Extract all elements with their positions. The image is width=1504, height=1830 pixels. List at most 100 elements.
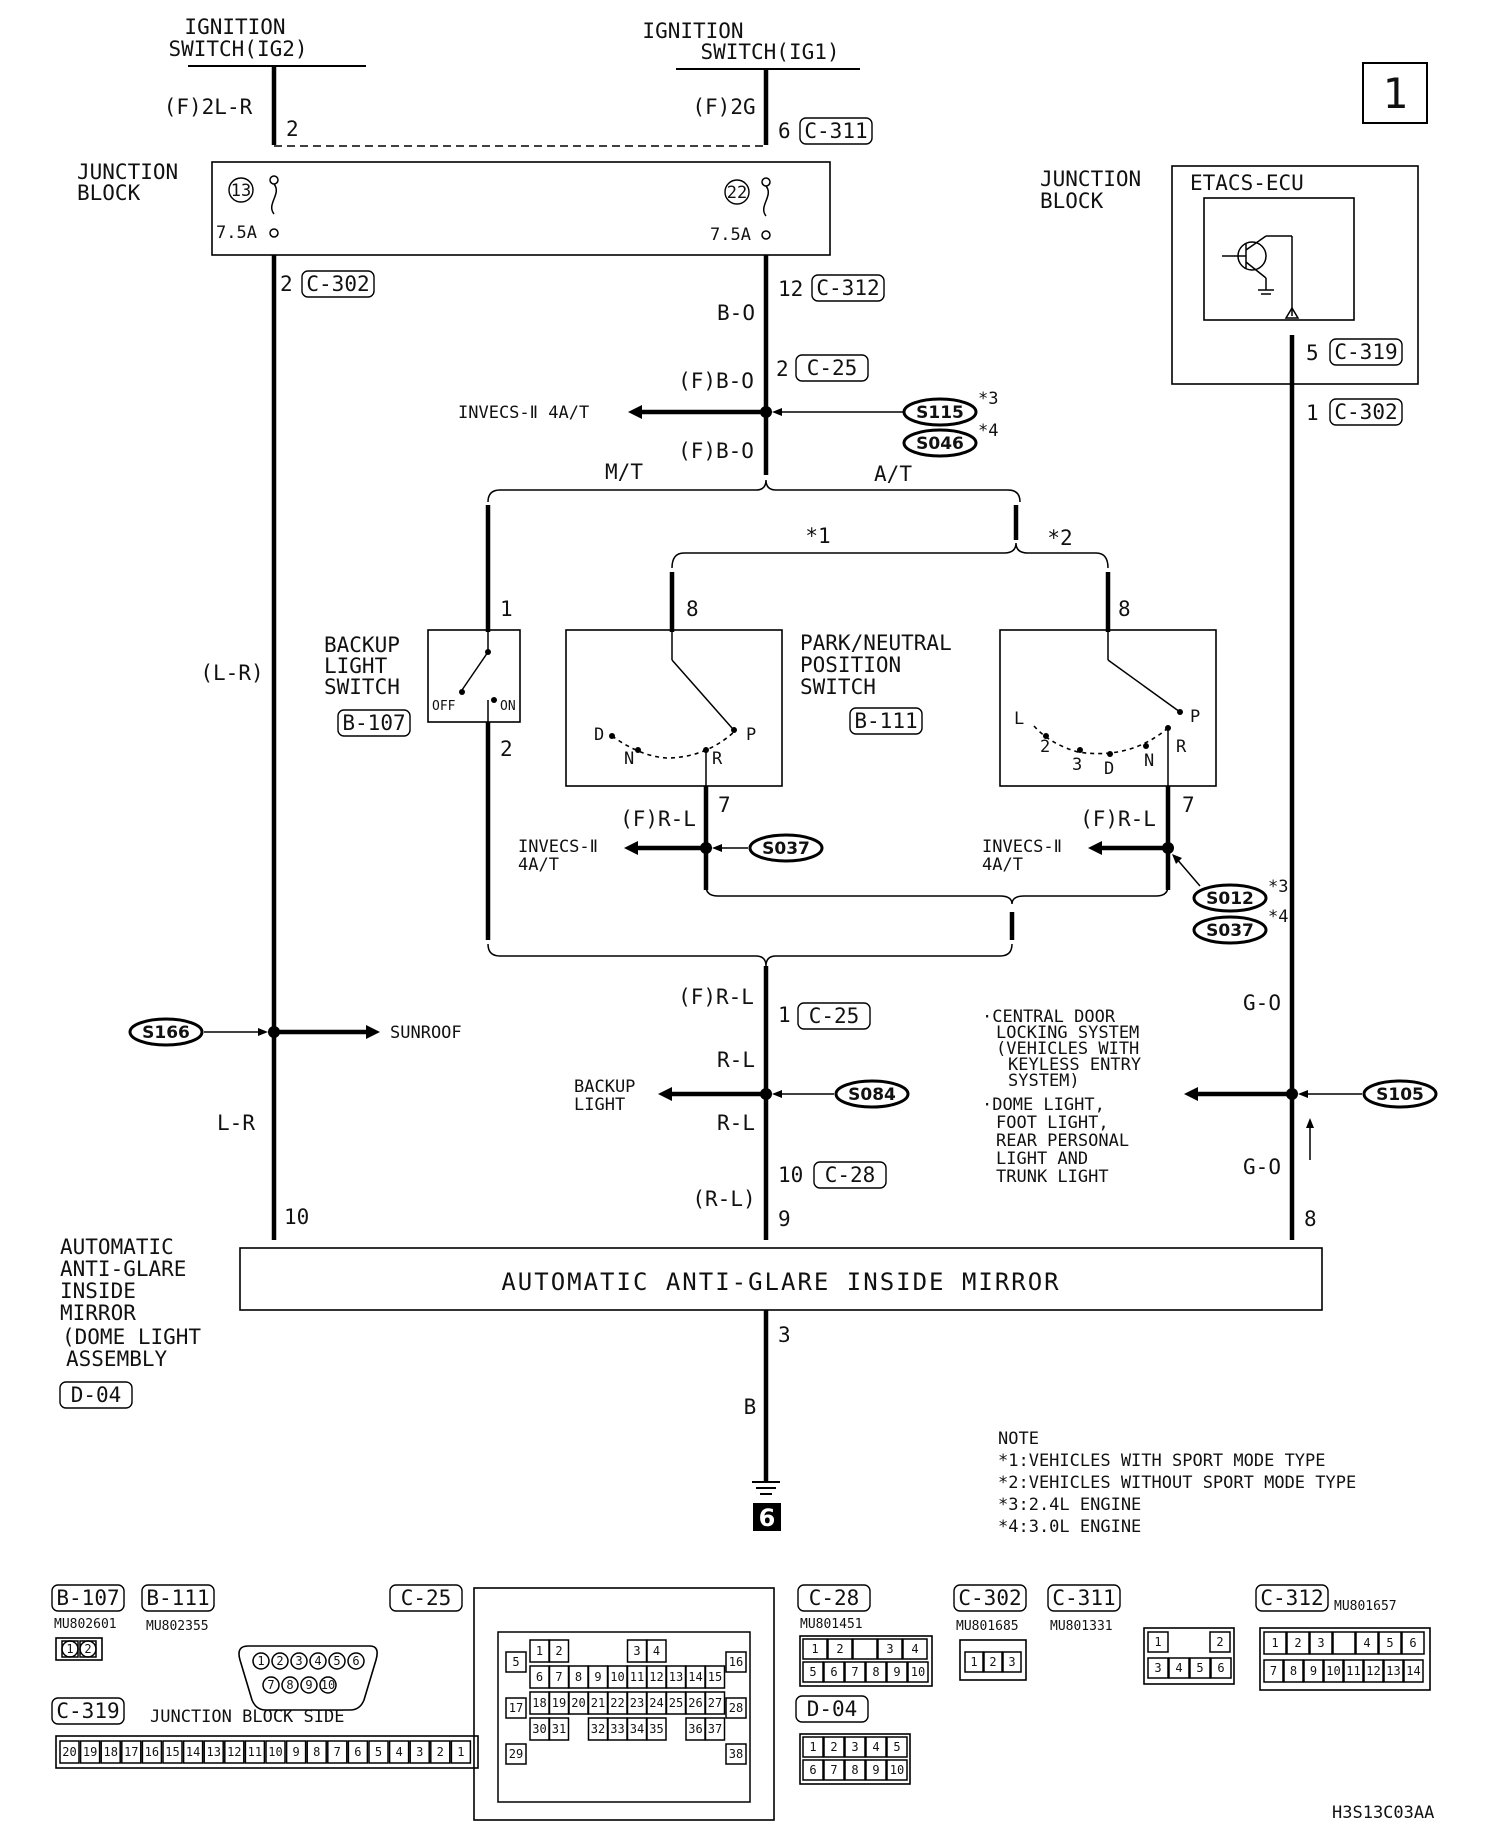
wire-g-o-1: G-O [1243, 991, 1281, 1015]
b111-pin [319, 1676, 337, 1694]
jb-out2-conn: C-312 [816, 276, 879, 300]
c319-pin [430, 1740, 451, 1764]
splice-s012 [1192, 883, 1268, 913]
c311-pin-label: 4 [1175, 1661, 1182, 1675]
c25-pin-label: 25 [669, 1696, 683, 1710]
page-number-box [1362, 62, 1428, 124]
c25-pin [704, 1665, 726, 1689]
c25-pin-label: 16 [729, 1655, 743, 1669]
splice-s046-note: *4 [978, 421, 998, 441]
c319-pin [347, 1740, 369, 1764]
c28-pin [886, 1661, 908, 1683]
c25-pin-label: 24 [649, 1696, 663, 1710]
pin-ig2: 2 [286, 117, 299, 141]
splice-s166 [128, 1017, 204, 1047]
conn-c302b-box [1329, 398, 1403, 426]
c312-pin [1309, 1631, 1333, 1655]
pn-right-arc [1033, 725, 1169, 755]
c312-pin-label: 8 [1290, 1664, 1297, 1678]
b107-pin [79, 1640, 97, 1658]
note-4: *4:3.0L ENGINE [998, 1517, 1141, 1537]
pn-label-1: PARK/NEUTRAL [800, 631, 952, 655]
page-number: 1 [1382, 69, 1407, 118]
jb-out1-conn: C-302 [306, 272, 369, 296]
s012-lead [1175, 857, 1201, 887]
splice-s012-note: *3 [1268, 877, 1288, 897]
mirror-pin-9: 9 [778, 1207, 791, 1231]
invecs-top-label: INVECS-Ⅱ 4A/T [458, 403, 589, 423]
note-2: *2:VEHICLES WITHOUT SPORT MODE TYPE [998, 1473, 1356, 1493]
splice-s105 [1362, 1079, 1438, 1109]
pn-right-2-dot [1043, 733, 1049, 739]
b111-pin-label: 3 [295, 1654, 302, 1668]
c302-pin [1002, 1651, 1022, 1673]
cv-c312-shape [1259, 1627, 1431, 1691]
b111-pin-label: 8 [286, 1678, 293, 1692]
star-bracket [671, 542, 1109, 569]
c25-pin-label: 6 [536, 1670, 543, 1684]
c25b-pin: 1 [778, 1003, 791, 1027]
wire-r-l-1: R-L [717, 1048, 755, 1072]
cv-c28: C-28 [809, 1586, 860, 1610]
c312-pin-label: 5 [1386, 1636, 1393, 1650]
etacs-conn: C-319 [1334, 340, 1397, 364]
conn-c25b-box [797, 1002, 871, 1030]
backup-sw-label-1: BACKUP [324, 633, 400, 657]
pn-pos-l: L [1014, 709, 1024, 729]
cv-b111-part: MU802355 [146, 1619, 209, 1634]
cv-d04-shape [799, 1733, 911, 1785]
b111-pin [252, 1652, 270, 1670]
pn-pos-r2: R [1176, 737, 1187, 757]
cv-c302-part: MU801685 [956, 1619, 1019, 1634]
cv-c311-box [1047, 1584, 1121, 1612]
wire-b: B [744, 1395, 757, 1419]
c25-pin-label: 7 [555, 1670, 562, 1684]
c319-pin [79, 1740, 101, 1764]
c302-pin [983, 1651, 1003, 1673]
c25-pin-label: 18 [532, 1696, 546, 1710]
c319-pin-label: 12 [227, 1745, 241, 1759]
b107-pin-label: 1 [66, 1642, 73, 1656]
c25-pin-label: 20 [571, 1696, 585, 1710]
wire-r-l-2: R-L [717, 1111, 755, 1135]
c311-pin-label: 1 [1154, 1635, 1161, 1649]
c28-pin [907, 1661, 929, 1683]
backup-sw-conn: B-107 [342, 711, 405, 735]
b111-pin-label: 2 [276, 1654, 283, 1668]
etacs-out-conn: C-302 [1334, 400, 1397, 424]
conn-c311-box [799, 117, 873, 145]
splice-s105-label: S105 [1376, 1085, 1424, 1105]
c25-pin [548, 1639, 570, 1663]
note-1: *1:VEHICLES WITH SPORT MODE TYPE [998, 1451, 1326, 1471]
conn-c28-box [813, 1161, 887, 1189]
wire-l-r-paren: (L-R) [200, 661, 263, 685]
d04-pin-label: 2 [830, 1740, 837, 1754]
cv-c319-shape [55, 1735, 479, 1769]
central-4: KEYLESS ENTRY [1008, 1055, 1141, 1075]
invecs-left-1: INVECS-Ⅱ [518, 837, 598, 857]
c25-pin [725, 1651, 747, 1673]
c25-pin-label: 4 [653, 1644, 660, 1658]
pn-switch-right-box [999, 629, 1217, 787]
d04-pin-label: 4 [872, 1740, 879, 1754]
s037a-arrow [712, 844, 722, 852]
fuse-22-top [761, 177, 771, 187]
pn-pos-n: N [624, 749, 634, 769]
c28-pin [865, 1661, 887, 1683]
c312-pin [1378, 1631, 1402, 1655]
d04-pin-label: 10 [890, 1763, 904, 1777]
pn-label-3: SWITCH [800, 675, 876, 699]
mirror-pin-3: 3 [778, 1323, 791, 1347]
c312-pin-label: 1 [1271, 1636, 1278, 1650]
invecs-right-2: 4A/T [982, 855, 1023, 875]
c312-pin-label: 13 [1386, 1664, 1400, 1678]
c25-pin [505, 1697, 527, 1719]
cv-c25-shape [473, 1587, 775, 1821]
arrow-invecs-left [624, 841, 638, 855]
backup-sw-pin2: 2 [500, 737, 513, 761]
d04-pin-label: 6 [809, 1763, 816, 1777]
c311-pin [1209, 1631, 1231, 1653]
ground-box [753, 1503, 781, 1531]
c25-pin-label: 2 [555, 1644, 562, 1658]
wire-f-b-o-2: (F)B-O [678, 439, 754, 463]
